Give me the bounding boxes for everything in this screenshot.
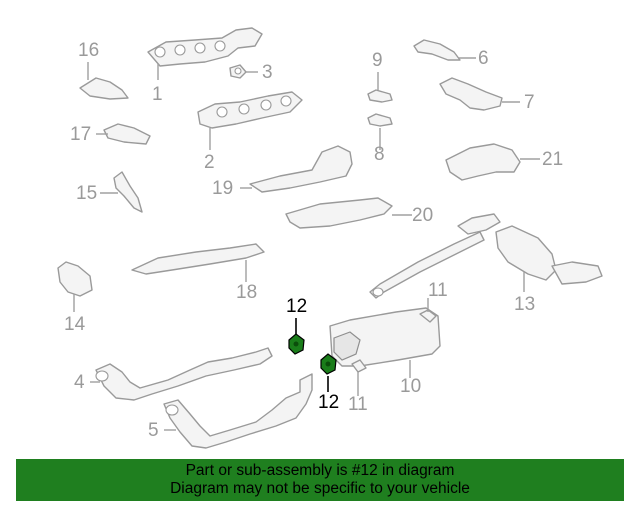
callout-12-lower: 12 [318, 392, 339, 413]
part-10-center-muffler [329, 307, 441, 367]
leader-lines-highlight [295, 318, 329, 392]
part-8-clamp [367, 113, 393, 127]
callout-6: 6 [478, 48, 489, 69]
callout-14: 14 [64, 314, 86, 335]
callout-8: 8 [374, 144, 385, 165]
part-18-heat-shield [131, 243, 265, 275]
part-20-heat-shield [285, 197, 393, 229]
callout-11-upper: 11 [428, 280, 448, 301]
part-11-clamp-lower [351, 359, 367, 373]
part-12-hanger-lower[interactable] [320, 353, 337, 375]
part-7-bracket [439, 77, 503, 111]
callout-18: 18 [236, 282, 257, 303]
part-15-bracket [113, 171, 143, 213]
callout-10: 10 [400, 376, 421, 397]
callout-12-upper: 12 [286, 296, 307, 317]
part-6-bracket [413, 39, 461, 61]
part-17-bracket [103, 123, 151, 145]
leader-lines [73, 57, 540, 431]
callout-19: 19 [212, 178, 233, 199]
part-13-rear-muffler [369, 213, 603, 299]
part-info-banner: Part or sub-assembly is #12 in diagram D… [16, 459, 624, 501]
callout-2: 2 [204, 152, 215, 173]
callout-16: 16 [78, 40, 99, 61]
part-21-heat-shield [445, 143, 521, 181]
callout-13: 13 [514, 294, 535, 315]
part-12-hanger-upper[interactable] [288, 333, 305, 355]
callout-7: 7 [524, 92, 535, 113]
part-14-bracket [57, 261, 93, 297]
part-1-exhaust-manifold [147, 27, 263, 67]
part-11-clamp-upper [419, 309, 437, 323]
part-16-heat-shield [79, 77, 129, 100]
callout-21: 21 [542, 149, 563, 170]
callout-1: 1 [152, 84, 163, 105]
part-3-gasket [229, 64, 247, 79]
part-19-heat-shield [249, 145, 353, 193]
banner-line-1: Part or sub-assembly is #12 in diagram [185, 462, 455, 479]
callout-9: 9 [372, 50, 383, 71]
callout-4: 4 [74, 372, 85, 393]
exhaust-parts-diagram: 16 1 3 2 17 15 6 9 8 7 21 19 20 18 14 13… [57, 27, 603, 449]
callout-17: 17 [70, 124, 91, 145]
part-9-clamp [367, 89, 393, 103]
part-2-exhaust-manifold [197, 91, 303, 129]
part-4-front-pipe [95, 347, 273, 401]
callout-5: 5 [148, 420, 159, 441]
callout-20: 20 [412, 205, 433, 226]
banner-line-2: Diagram may not be specific to your vehi… [170, 480, 470, 497]
callout-15: 15 [76, 183, 97, 204]
callout-3: 3 [262, 62, 273, 83]
part-5-front-pipe [163, 373, 313, 449]
callout-11-lower: 11 [348, 394, 368, 415]
